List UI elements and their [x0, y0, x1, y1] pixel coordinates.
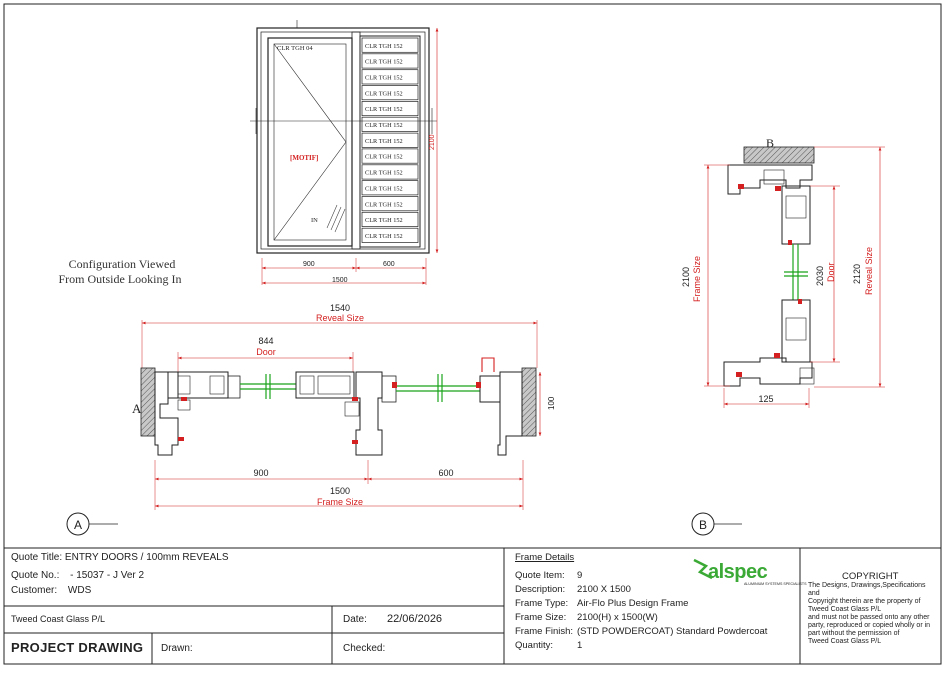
elevation-left-width: 900: [303, 261, 315, 268]
copyright-text: The Designs, Drawings,Specifications and…: [808, 582, 931, 645]
drawing-type: PROJECT DRAWING: [11, 640, 144, 655]
sidelight-pane-label: CLR TGH 152: [365, 43, 403, 50]
title-block-frame: [4, 547, 941, 664]
section-reveal-label: Reveal Size: [864, 247, 874, 295]
sidelight-pane: [361, 116, 419, 132]
drawn-label: Drawn:: [161, 643, 193, 654]
sidelight-pane: [361, 69, 419, 85]
section-reveal-value: 2120: [852, 264, 862, 284]
marker-b: B: [691, 512, 742, 536]
frame-finish-value: (STD POWDERCOAT) Standard Powdercoat: [577, 626, 768, 637]
sheet-border: [3, 3, 942, 665]
quote-item-label: Quote Item:: [515, 570, 565, 581]
elevation-right-width: 600: [383, 261, 395, 268]
plan-section-letter: A: [132, 401, 142, 416]
sidelight-pane-label: CLR TGH 152: [365, 59, 403, 66]
sidelight-pane-label: CLR TGH 152: [365, 122, 403, 129]
sidelight-pane: [361, 148, 419, 164]
sidelight-pane-label: CLR TGH 152: [365, 217, 403, 224]
sidelight-pane: [361, 211, 419, 227]
customer-row: Customer: WDS: [11, 585, 91, 596]
door-width-value: 844: [258, 336, 273, 346]
sidelight-pane: [361, 53, 419, 69]
sidelight-pane: [361, 196, 419, 212]
sidelight-pane-label: CLR TGH 152: [365, 138, 403, 145]
copyright-heading: COPYRIGHT: [842, 571, 899, 582]
quote-item-value: 9: [577, 570, 583, 581]
frame-type-label: Frame Type:: [515, 598, 569, 609]
sidelight-pane-label: CLR TGH 152: [365, 185, 403, 192]
svg-text:B: B: [699, 518, 707, 532]
plan-depth-dim: 100: [547, 396, 556, 410]
description-label: Description:: [515, 584, 566, 595]
config-note-line-1: Configuration Viewed: [69, 257, 176, 271]
sidelight-pane: [361, 164, 419, 180]
section-door-value: 2030: [815, 266, 825, 286]
quantity-label: Quantity:: [515, 640, 554, 651]
sidelight-pane: [361, 180, 419, 196]
sidelight-pane: [361, 85, 419, 101]
door-width-label: Door: [256, 347, 276, 357]
motif-label: [MOTIF]: [290, 154, 318, 162]
marker-a: A: [66, 512, 118, 536]
config-note-line-2: From Outside Looking In: [59, 272, 182, 286]
sidelight-pane-label: CLR TGH 152: [365, 154, 403, 161]
quote-title-row: Quote Title: ENTRY DOORS / 100mm REVEALS: [11, 552, 229, 563]
sidelight-pane-label: CLR TGH 152: [365, 201, 403, 208]
svg-text:ALUMINIUM SYSTEMS SPECIALISTS: ALUMINIUM SYSTEMS SPECIALISTS: [744, 582, 807, 586]
quote-no-row: Quote No.: - 15037 - J Ver 2: [11, 570, 144, 581]
quote-no-label: Quote No.:: [11, 570, 60, 581]
sidelight-pane-label: CLR TGH 152: [365, 90, 403, 97]
section-letter: B: [766, 136, 774, 150]
section-depth-dim: 125: [758, 394, 773, 404]
section-frame-value: 2100: [681, 267, 691, 287]
customer-label: Customer:: [11, 585, 58, 596]
plan-left-width: 900: [253, 468, 268, 478]
frame-type-value: Air-Flo Plus Design Frame: [577, 598, 689, 609]
frame-size-value: 2100(H) x 1500(W): [577, 612, 658, 623]
customer-value: WDS: [67, 585, 92, 596]
reveal-size-value: 1540: [330, 303, 350, 313]
svg-text:alspec: alspec: [708, 561, 768, 583]
sidelight-pane-label: CLR TGH 152: [365, 106, 403, 113]
description-value: 2100 X 1500: [577, 584, 631, 595]
section-door-label: Door: [826, 262, 836, 282]
elevation-height-dim: 2100: [429, 134, 436, 150]
quantity-value: 1: [577, 640, 583, 651]
frame-size-label: Frame Size:: [515, 612, 567, 623]
plan-right-width: 600: [438, 468, 453, 478]
quote-title-label: Quote Title:: [11, 552, 63, 563]
date-value: 22/06/2026: [387, 613, 443, 625]
frame-size-label: Frame Size: [317, 497, 363, 507]
checked-label: Checked:: [343, 643, 386, 654]
plan-view: 1540 Reveal Size 844 Door: [132, 303, 556, 510]
svg-text:A: A: [74, 518, 82, 532]
reveal-size-label: Reveal Size: [316, 313, 364, 323]
elevation-total-width: 1500: [332, 277, 348, 284]
alspec-logo: alspec ALUMINIUM SYSTEMS SPECIALISTS: [693, 558, 807, 586]
sidelight-pane: [361, 37, 419, 53]
date-label: Date:: [343, 614, 367, 625]
quote-title-value: ENTRY DOORS / 100mm REVEALS: [64, 552, 229, 563]
frame-details-heading: Frame Details: [515, 552, 575, 563]
section-frame-label: Frame Size: [692, 256, 702, 302]
quote-no-value: - 15037 - J Ver 2: [70, 570, 145, 581]
company-name: Tweed Coast Glass P/L: [11, 614, 106, 624]
sidelight-pane: [361, 227, 419, 243]
sidelight-pane-label: CLR TGH 152: [365, 170, 403, 177]
sidelight-pane: [361, 132, 419, 148]
door-glass-label: CLR TGH 04: [277, 45, 313, 52]
in-label: IN: [311, 217, 318, 224]
section-view: B 2100: [681, 136, 885, 408]
frame-size-value: 1500: [330, 486, 350, 496]
sidelight-pane: [361, 101, 419, 117]
sidelight-pane-label: CLR TGH 152: [365, 233, 403, 240]
sidelight-pane-label: CLR TGH 152: [365, 75, 403, 82]
frame-finish-label: Frame Finish:: [515, 626, 574, 637]
